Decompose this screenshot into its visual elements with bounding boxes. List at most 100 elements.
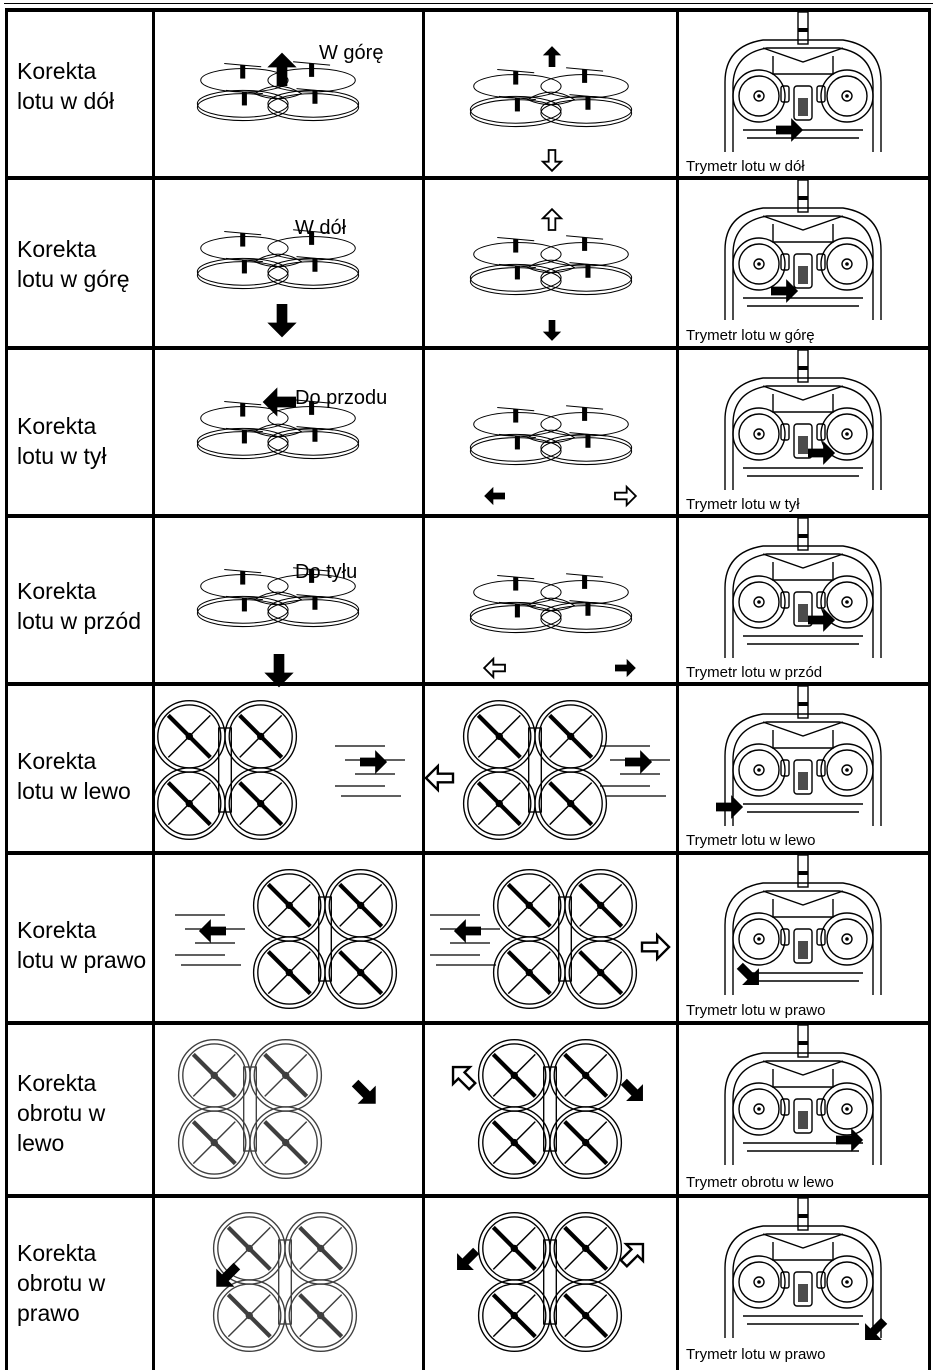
- drone-illustration: [451, 1039, 643, 1179]
- drone-side-view: [196, 61, 360, 122]
- page-top-rule: [4, 3, 933, 4]
- direction-arrow-icon: [615, 658, 636, 678]
- transmitter-caption: Trymetr obrotu w lewo: [686, 1174, 834, 1191]
- direction-arrow-icon: [351, 1079, 376, 1104]
- drone-side-view: [469, 405, 633, 466]
- direction-arrow-icon: [620, 1078, 643, 1101]
- direction-arrow-icon: [360, 750, 388, 774]
- drone-top-view: [252, 869, 398, 1009]
- transmitter-illustration: [724, 349, 882, 490]
- transmitter-image: [724, 11, 882, 152]
- drone-illustration: [196, 52, 360, 122]
- transmitter-caption: Trymetr lotu w prawo: [686, 1346, 826, 1363]
- direction-label: W dół: [295, 217, 347, 239]
- drone-side-view: [469, 235, 633, 296]
- motion-lines: [335, 745, 405, 797]
- transmitter-caption: Trymetr lotu w prawo: [686, 1002, 826, 1019]
- transmitter-caption: Trymetr lotu w tył: [686, 496, 800, 513]
- row-divider: [5, 1021, 931, 1025]
- drone-illustration: [469, 405, 638, 508]
- row-divider: [5, 346, 931, 350]
- drone-illustration: [196, 229, 360, 338]
- drone-illustration: [196, 567, 360, 688]
- drone-illustration: [424, 700, 670, 840]
- table-border-right: [928, 8, 931, 1370]
- trim-arrow-icon: [736, 962, 759, 985]
- drone-illustration: [152, 700, 405, 840]
- drone-top-view: [477, 1212, 623, 1352]
- transmitter-illustration: [716, 685, 882, 826]
- drone-top-view: [152, 700, 298, 840]
- row-divider: [5, 514, 931, 518]
- transmitter-image: [724, 1024, 882, 1165]
- row-divider: [5, 1194, 931, 1198]
- trim-arrow-icon: [808, 441, 836, 465]
- drone-side-view: [469, 67, 633, 128]
- table-border-left: [5, 8, 8, 1370]
- direction-arrow-icon: [482, 656, 506, 680]
- direction-arrow-icon: [264, 653, 294, 688]
- transmitter-illustration: [724, 1197, 888, 1340]
- column-divider: [676, 8, 679, 1370]
- transmitter-illustration: [724, 1024, 882, 1165]
- transmitter-caption: Trymetr lotu w dół: [686, 158, 805, 175]
- direction-label: W górę: [319, 42, 384, 64]
- transmitter-image: [724, 854, 882, 995]
- drone-illustration: [196, 387, 360, 460]
- row-divider: [5, 851, 931, 855]
- transmitter-image: [724, 685, 882, 826]
- transmitter-illustration: [724, 854, 882, 995]
- drone-illustration: [457, 1212, 645, 1352]
- direction-arrow-icon: [457, 1247, 480, 1270]
- transmitter-illustration: [724, 11, 882, 152]
- drone-illustration: [177, 1039, 376, 1179]
- direction-arrow-icon: [540, 207, 564, 231]
- drone-top-view: [492, 869, 638, 1009]
- drone-top-view: [177, 1039, 323, 1179]
- transmitter-caption: Trymetr lotu w lewo: [686, 832, 816, 849]
- transmitter-image: [724, 1197, 882, 1338]
- drone-side-view: [469, 573, 633, 634]
- drone-illustration: [430, 869, 671, 1009]
- column-divider: [422, 8, 425, 1370]
- trim-arrow-icon: [771, 279, 799, 303]
- direction-arrow-icon: [540, 149, 564, 173]
- drone-illustration: [469, 207, 633, 341]
- direction-label: Do przodu: [295, 387, 388, 409]
- trim-arrow-icon: [808, 608, 836, 632]
- transmitter-caption: Trymetr lotu w górę: [686, 327, 815, 344]
- direction-arrow-icon: [614, 484, 638, 508]
- direction-arrow-icon: [262, 387, 296, 417]
- direction-arrow-icon: [453, 919, 481, 943]
- direction-arrow-icon: [619, 1242, 645, 1268]
- drone-illustration: [469, 46, 633, 173]
- direction-arrow-icon: [542, 46, 562, 68]
- direction-arrow-icon: [484, 486, 505, 506]
- drone-illustration: [175, 869, 398, 1009]
- transmitter-caption: Trymetr lotu w przód: [686, 664, 823, 681]
- drone-top-view: [462, 700, 608, 840]
- direction-arrow-icon: [198, 919, 226, 943]
- transmitter-image: [724, 517, 882, 658]
- row-divider: [5, 682, 931, 686]
- motion-lines: [600, 745, 670, 797]
- trim-arrow-icon: [776, 118, 804, 142]
- trim-arrow-icon: [716, 795, 744, 819]
- trim-arrow-icon: [836, 1128, 864, 1152]
- transmitter-image: [724, 179, 882, 320]
- direction-arrow-icon: [216, 1262, 241, 1287]
- drone-illustration: [469, 573, 636, 680]
- direction-arrow-icon: [424, 763, 455, 793]
- transmitter-image: [724, 349, 882, 490]
- direction-arrow-icon: [640, 932, 671, 962]
- drone-side-view: [196, 567, 360, 628]
- column-divider: [152, 8, 155, 1370]
- direction-arrow-icon: [625, 750, 653, 774]
